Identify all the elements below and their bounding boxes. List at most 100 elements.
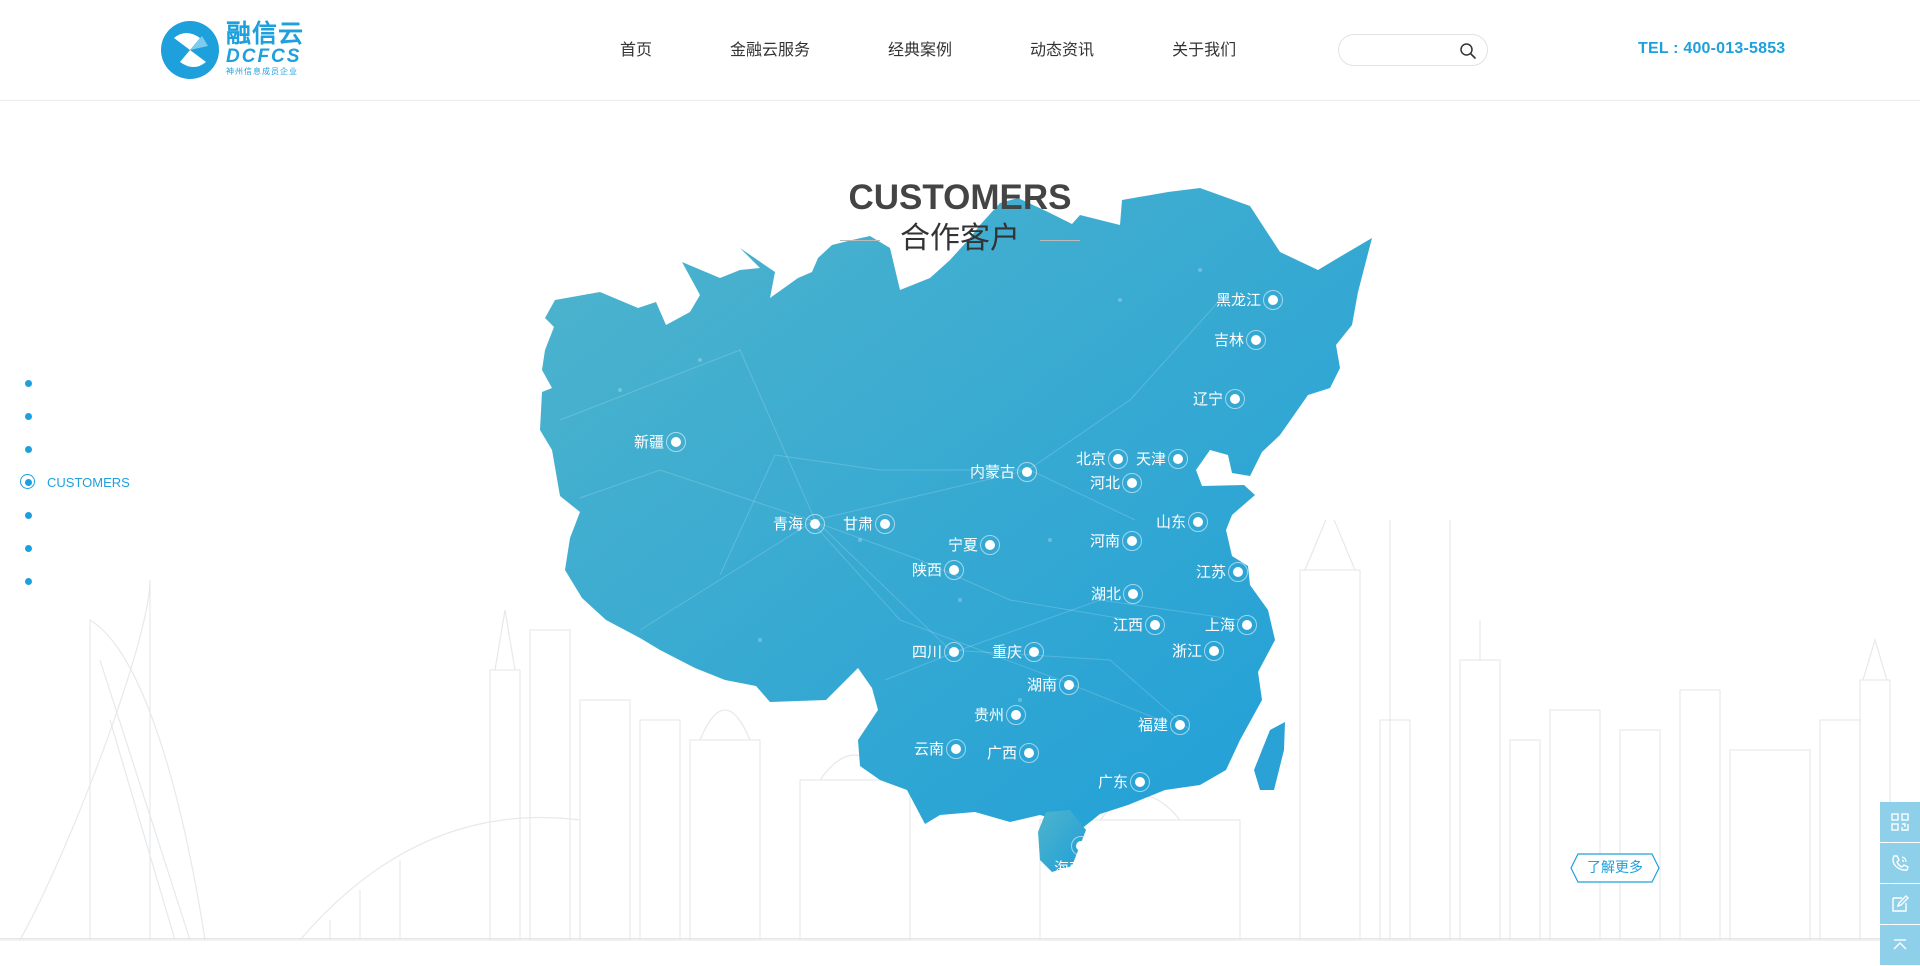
title-line-right (1040, 240, 1080, 241)
province-marker-qinghai[interactable]: 青海 (773, 512, 826, 536)
province-marker-chongqing[interactable]: 重庆 (992, 640, 1045, 664)
section-title-cn: 合作客户 (900, 221, 1020, 256)
search-box (1338, 34, 1488, 66)
nav-item-classic-cases[interactable]: 经典案例 (888, 40, 953, 59)
province-marker-zhejiang[interactable]: 浙江 (1172, 639, 1225, 663)
logo-en: DCFCS (226, 46, 302, 67)
province-label: 浙江 (1172, 642, 1203, 660)
location-dot-icon (1170, 715, 1191, 735)
province-label: 海南 (1054, 859, 1085, 877)
china-mainland-shape (540, 188, 1372, 830)
province-marker-ningxia[interactable]: 宁夏 (948, 533, 1001, 557)
province-marker-hainan[interactable]: 海南 (1052, 836, 1092, 880)
province-label: 重庆 (992, 643, 1023, 661)
location-dot-icon (1228, 562, 1249, 582)
province-label: 云南 (914, 740, 945, 758)
province-label: 青海 (773, 515, 804, 533)
province-marker-jiangxi[interactable]: 江西 (1113, 613, 1166, 637)
province-marker-beijing[interactable]: 北京 (1076, 447, 1129, 471)
side-nav-dot-2[interactable] (25, 413, 32, 420)
province-label: 上海 (1205, 616, 1236, 634)
location-dot-icon (875, 514, 896, 534)
search-icon[interactable] (1459, 42, 1477, 60)
float-message-button[interactable] (1880, 884, 1920, 924)
province-label: 贵州 (974, 706, 1005, 724)
province-marker-guangdong[interactable]: 广东 (1098, 770, 1151, 794)
province-marker-sichuan[interactable]: 四川 (912, 640, 965, 664)
taiwan-island-shape (1254, 722, 1285, 790)
logo[interactable]: 融信云 DCFCS 神州信息成员企业 (160, 20, 320, 82)
side-nav-active-label: CUSTOMERS (47, 475, 130, 490)
province-label: 河北 (1090, 474, 1121, 492)
province-label: 广东 (1098, 773, 1129, 791)
nav-item-about-us[interactable]: 关于我们 (1172, 40, 1237, 59)
province-marker-jiangsu[interactable]: 江苏 (1196, 560, 1249, 584)
learn-more-button[interactable]: 了解更多 (1570, 853, 1660, 883)
province-label: 新疆 (634, 433, 665, 451)
learn-more-label: 了解更多 (1587, 860, 1643, 876)
location-dot-icon (946, 739, 967, 759)
nav-item-news[interactable]: 动态资讯 (1030, 40, 1095, 59)
nav-item-financial-cloud-services[interactable]: 金融云服务 (730, 40, 811, 59)
float-qrcode-button[interactable] (1880, 802, 1920, 842)
province-label: 江苏 (1196, 563, 1227, 581)
province-marker-hubei[interactable]: 湖北 (1091, 582, 1144, 606)
side-nav-dot-3[interactable] (25, 446, 32, 453)
province-label: 陕西 (912, 561, 943, 579)
province-label: 甘肃 (843, 515, 874, 533)
city-skyline-background (0, 520, 1920, 941)
province-marker-xinjiang[interactable]: 新疆 (634, 430, 687, 454)
location-dot-icon (805, 514, 826, 534)
location-dot-icon (1145, 615, 1166, 635)
province-marker-guizhou[interactable]: 贵州 (974, 703, 1027, 727)
side-nav-dot-7[interactable] (25, 578, 32, 585)
province-marker-jilin[interactable]: 吉林 (1214, 328, 1267, 352)
province-marker-hebei[interactable]: 河北 (1090, 471, 1143, 495)
search-input[interactable] (1351, 40, 1455, 62)
province-label: 黑龙江 (1216, 291, 1262, 309)
location-dot-icon (1188, 512, 1209, 532)
province-label: 四川 (912, 643, 943, 661)
province-marker-liaoning[interactable]: 辽宁 (1193, 387, 1246, 411)
logo-icon (161, 21, 219, 79)
float-phone-button[interactable] (1880, 843, 1920, 883)
edit-icon (1892, 895, 1909, 912)
province-marker-guangxi[interactable]: 广西 (987, 741, 1040, 765)
location-dot-icon (944, 560, 965, 580)
float-back-to-top-button[interactable] (1880, 925, 1920, 965)
location-dot-icon (1122, 531, 1143, 551)
province-marker-hunan[interactable]: 湖南 (1027, 673, 1080, 697)
location-dot-icon (1019, 743, 1040, 763)
province-label: 吉林 (1214, 331, 1245, 349)
side-nav-dot-1[interactable] (25, 380, 32, 387)
location-dot-icon (1225, 389, 1246, 409)
section-title: CUSTOMERS 合作客户 (760, 178, 1160, 260)
province-label: 宁夏 (948, 536, 979, 554)
province-marker-yunnan[interactable]: 云南 (914, 737, 967, 761)
location-dot-icon (1006, 705, 1027, 725)
nav-item-home[interactable]: 首页 (620, 40, 653, 59)
footer-divider (0, 938, 1920, 939)
province-marker-fujian[interactable]: 福建 (1138, 713, 1191, 737)
side-nav-dot-6[interactable] (25, 545, 32, 552)
side-nav-dot-5[interactable] (25, 512, 32, 519)
province-marker-neimenggu[interactable]: 内蒙古 (970, 460, 1038, 484)
telephone: TEL : 400-013-5853 (1638, 40, 1786, 57)
province-label: 湖南 (1027, 676, 1058, 694)
province-marker-gansu[interactable]: 甘肃 (843, 512, 896, 536)
province-label: 福建 (1138, 716, 1169, 734)
location-dot-icon (1168, 449, 1189, 469)
location-dot-icon (1017, 462, 1038, 482)
location-dot-icon (1024, 642, 1045, 662)
province-marker-shanghai[interactable]: 上海 (1205, 613, 1258, 637)
province-marker-heilongjiang[interactable]: 黑龙江 (1216, 288, 1284, 312)
province-marker-shaanxi[interactable]: 陕西 (912, 558, 965, 582)
province-label: 江西 (1113, 616, 1144, 634)
province-label: 北京 (1076, 450, 1107, 468)
province-marker-tianjin[interactable]: 天津 (1136, 447, 1189, 471)
location-dot-icon (1108, 449, 1129, 469)
province-marker-henan[interactable]: 河南 (1090, 529, 1143, 553)
province-marker-shandong[interactable]: 山东 (1156, 510, 1209, 534)
location-dot-icon (1059, 675, 1080, 695)
